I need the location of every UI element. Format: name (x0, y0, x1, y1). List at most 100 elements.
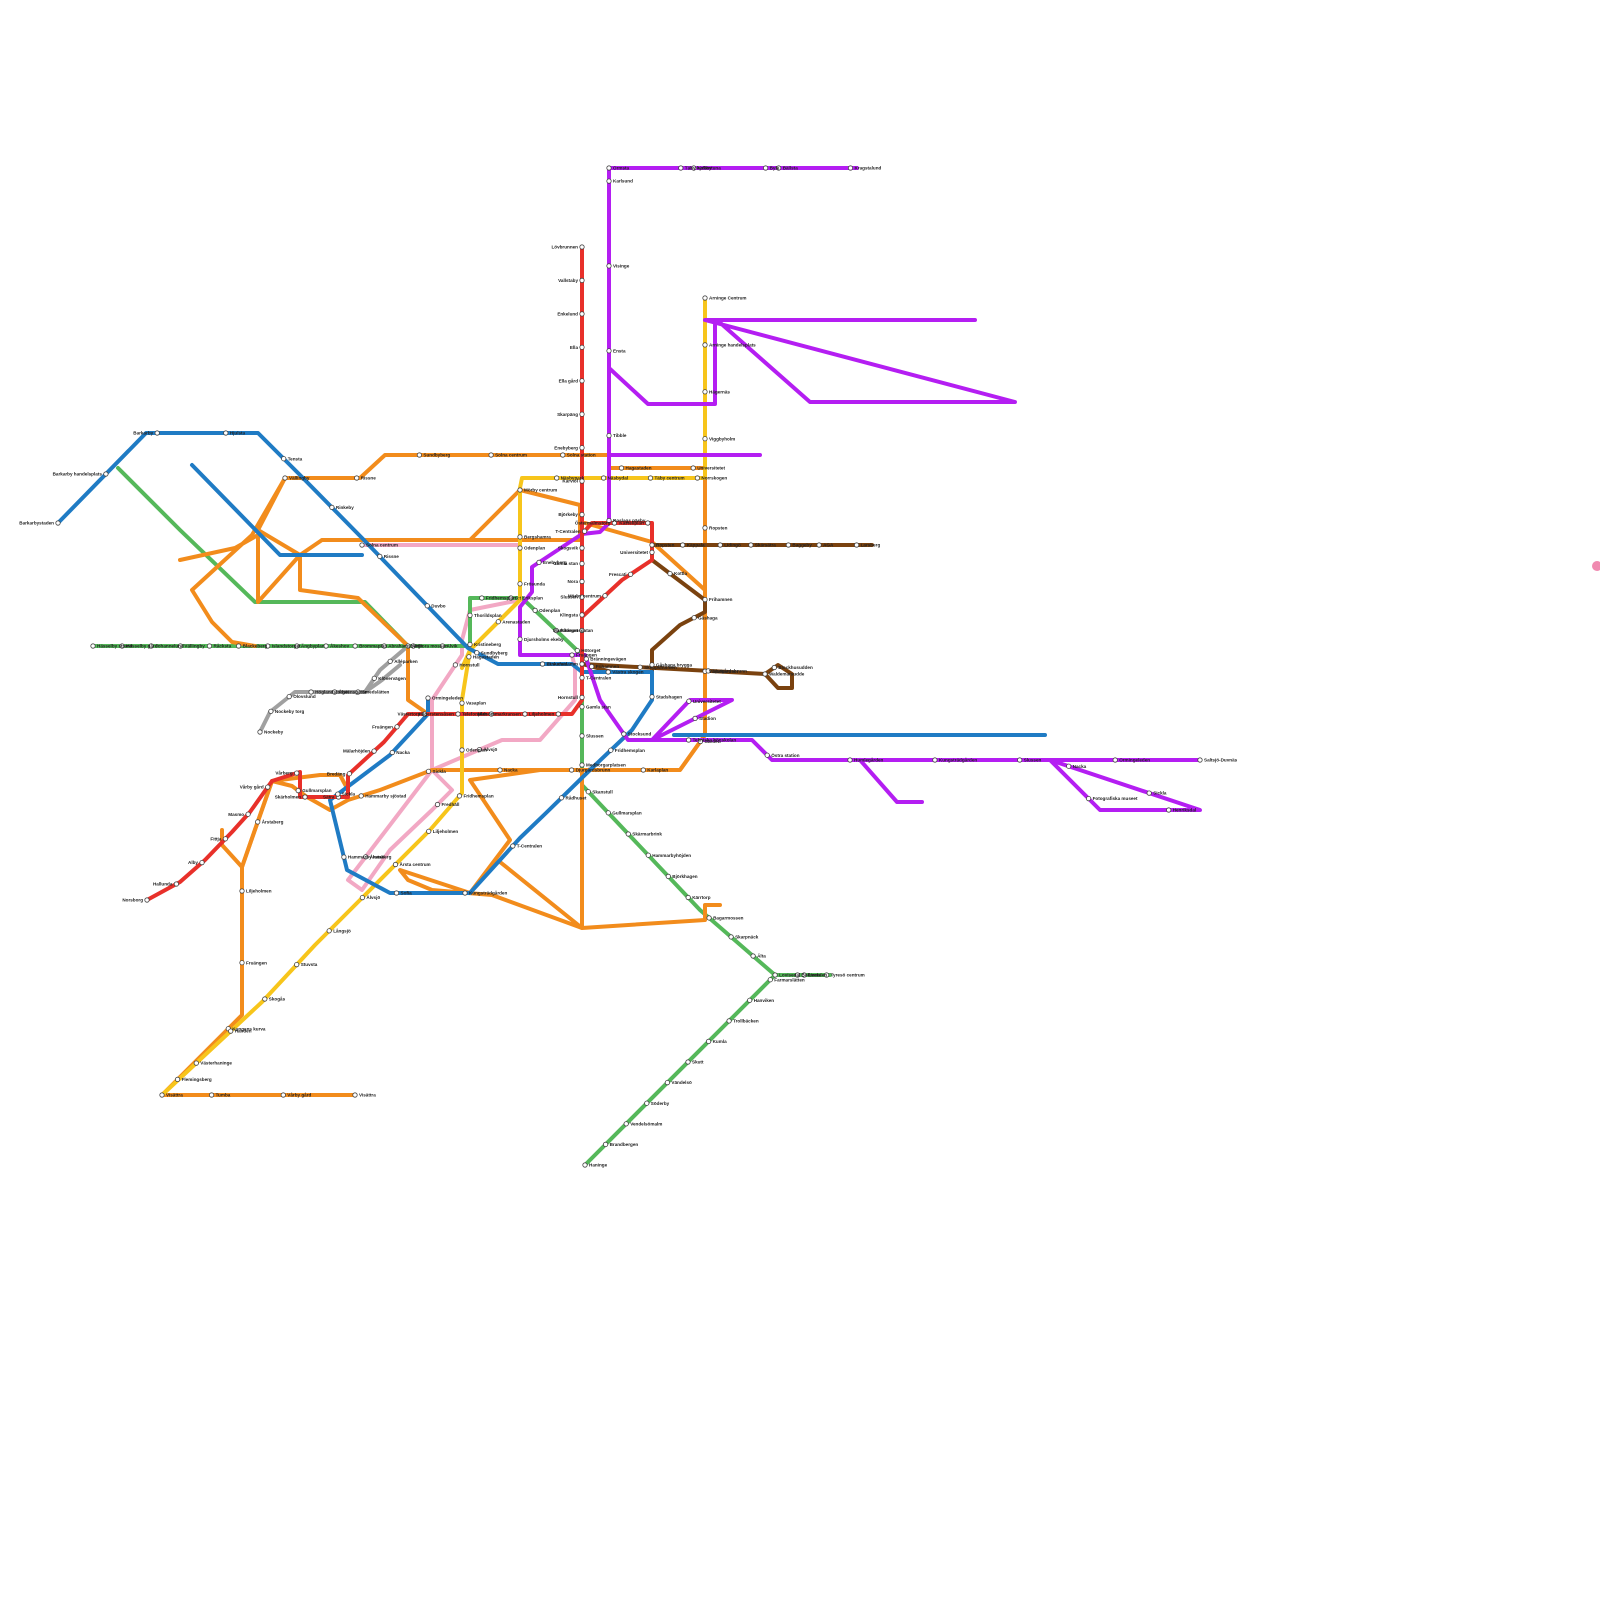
station-label: Ropsten (656, 543, 675, 548)
station-marker (772, 972, 778, 978)
station-label: Näsbypark (561, 476, 585, 481)
station-marker (206, 643, 213, 649)
station-label: Fredhäll (442, 802, 460, 807)
station-label: Midsommarkransen (477, 712, 521, 717)
station-label: Zinkensdamm (547, 662, 578, 667)
station-marker (771, 664, 777, 671)
station-label: Ormingeleden (1119, 758, 1150, 763)
station-label: Stadshagen (656, 694, 682, 699)
station-label: Karviol (562, 479, 578, 484)
station-label: Nacka (396, 750, 410, 755)
station-marker (606, 348, 612, 354)
station-marker (579, 627, 585, 634)
station-label: Abrahamsberg (388, 644, 421, 649)
station-marker (154, 430, 160, 436)
station-marker (627, 571, 634, 577)
station-label: Östermalmstorg (575, 520, 611, 526)
station-label: Skutt (692, 1060, 704, 1065)
station-label: Lövbrunnen (551, 245, 578, 250)
station-label: Masmo (228, 812, 244, 817)
station-marker (1166, 807, 1172, 813)
station-marker (193, 1060, 199, 1066)
station-label: Täby centrum (655, 476, 685, 481)
station-label: Vårby gård (240, 784, 264, 790)
station-marker (823, 972, 830, 978)
station-marker (579, 511, 585, 518)
station-marker (649, 549, 655, 555)
station-marker (282, 475, 288, 481)
metro-stations (55, 165, 1203, 1168)
station-marker (517, 545, 523, 551)
station-marker (691, 165, 697, 171)
station-label: Waldemarsudde (769, 672, 805, 677)
station-marker (426, 828, 432, 834)
station-marker (394, 724, 400, 730)
station-marker (767, 977, 773, 983)
station-marker (1112, 757, 1118, 763)
station-marker (392, 861, 399, 868)
station-label: Barkarbystaden (19, 521, 54, 526)
station-marker (762, 165, 769, 171)
station-marker (476, 746, 483, 753)
station-marker (667, 570, 673, 577)
station-label: Viggbyholm (709, 436, 735, 441)
station-label: Baggeby (792, 543, 812, 548)
station-label: Telefonplan (462, 712, 488, 717)
station-marker (239, 960, 245, 966)
station-label: Barkarby handelsplats (53, 472, 103, 477)
station-marker (497, 767, 503, 773)
station-marker (159, 1092, 165, 1098)
station-label: Rådmansgatan (560, 627, 593, 633)
station-marker (579, 612, 585, 618)
station-label: Sickla (1153, 791, 1167, 796)
station-marker (455, 711, 461, 717)
station-label: Vällingby (289, 476, 310, 481)
station-label: Universitetet (693, 699, 721, 704)
station-marker (717, 542, 723, 548)
station-marker (103, 471, 109, 477)
station-label: Stora mossen (417, 644, 448, 649)
station-label: Östra station (771, 752, 800, 758)
station-marker (568, 767, 575, 773)
station-label: Skeppsholmen (644, 665, 677, 670)
station-marker (847, 165, 854, 171)
station-marker (265, 784, 271, 790)
station-marker (239, 888, 245, 894)
station-label: Fridhemsplan (486, 596, 516, 601)
station-marker (352, 643, 358, 649)
station-label: Råcksta (214, 643, 232, 649)
station-label: Stadion (699, 716, 716, 721)
station-label: Vårberg (275, 770, 293, 776)
station-label: Sickla (433, 769, 447, 774)
station-marker (555, 711, 561, 717)
station-marker (574, 647, 580, 654)
station-marker (579, 594, 585, 600)
station-label: Bränningevägen (590, 657, 626, 662)
station-marker (517, 487, 523, 493)
station-label: Björkeby (558, 512, 578, 517)
station-label: Djurgårdsbrunn (576, 767, 611, 773)
station-marker (579, 311, 585, 317)
station-marker (685, 1059, 691, 1065)
station-label: Stocksund (628, 732, 652, 737)
station-marker (352, 1092, 358, 1098)
station-label: Älvsjö (484, 746, 498, 752)
station-marker (257, 729, 263, 735)
station-marker (582, 1162, 588, 1168)
station-marker (606, 517, 612, 524)
station-label: Enebyberg (554, 445, 578, 450)
station-marker (209, 1092, 215, 1098)
station-marker (678, 165, 684, 171)
station-marker (255, 819, 261, 825)
station-label: Mälarhöjden (343, 749, 370, 754)
station-marker (785, 542, 792, 548)
station-marker (691, 615, 697, 621)
station-marker (474, 650, 480, 656)
station-label: Ormingeleden (432, 696, 463, 701)
purple-lake-line (858, 758, 924, 804)
station-label: T-Centralen (555, 529, 580, 534)
station-label: Vällingby (184, 644, 205, 649)
station-label: Kumla (713, 1039, 727, 1044)
station-marker (554, 475, 560, 481)
